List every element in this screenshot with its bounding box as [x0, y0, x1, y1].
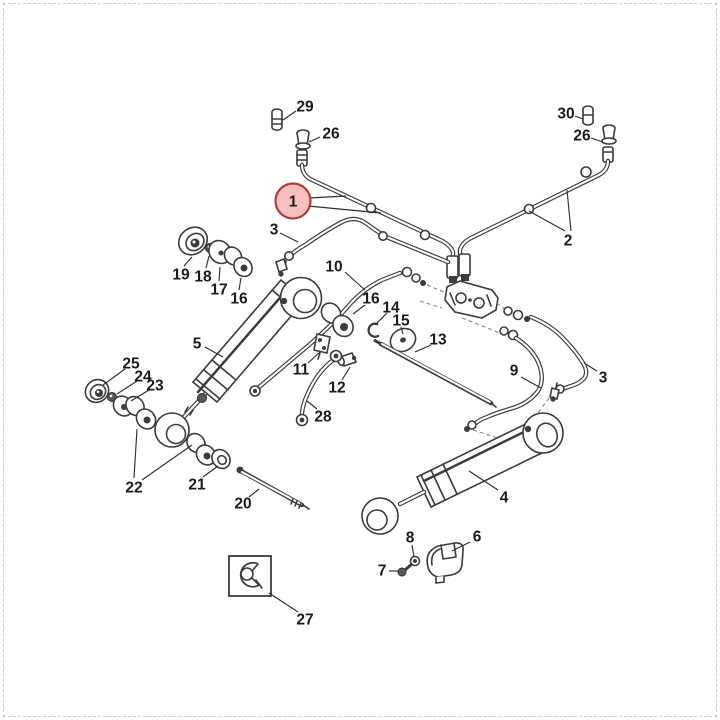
callout-16-label: 16	[362, 291, 380, 308]
hose-3-right-art	[503, 306, 586, 422]
callout-27-label: 27	[296, 612, 313, 629]
callout-23-leader-line	[130, 389, 150, 402]
fitting-26-left-art	[295, 129, 311, 150]
callout-14-leader-line	[374, 312, 388, 326]
callout-30-leader-line	[574, 115, 584, 120]
highlight-circle	[274, 182, 312, 220]
callout-16-leader-line	[238, 277, 242, 291]
callout-16-label: 16	[230, 291, 248, 308]
callout-2-leader-line	[528, 210, 566, 232]
washer-8-art	[409, 555, 421, 567]
callout-2-leader-line	[566, 189, 572, 232]
callout-17-label: 17	[210, 282, 227, 299]
callout-15-label: 15	[392, 313, 410, 330]
cap-19-art	[177, 226, 209, 256]
callout-9-label: 9	[510, 363, 519, 380]
callout-22-leader-line	[141, 444, 193, 481]
hose-2-art	[459, 146, 614, 281]
callout-3-label: 3	[599, 370, 608, 387]
callout-8-leader-line	[411, 544, 415, 558]
callout-26-leader-line	[590, 137, 604, 143]
snap-ring-14-art	[367, 322, 380, 338]
cap-25-art	[84, 378, 110, 404]
trim-cylinder-lower-art	[361, 382, 564, 535]
callout-19-leader-line	[183, 256, 193, 267]
callout-23-label: 23	[146, 378, 164, 395]
callout-1-leader-line	[308, 195, 347, 199]
clip-6-art	[426, 542, 464, 584]
fitting-29-art	[271, 108, 283, 131]
callout-1-label: 1	[289, 194, 298, 211]
callout-3-leader-line	[279, 232, 299, 243]
callout-28-leader-line	[306, 400, 318, 410]
piston-rod-13-art	[373, 338, 497, 408]
callout-13-leader-line	[414, 344, 432, 353]
callout-20-label: 20	[234, 496, 251, 513]
callout-16-leader-line	[352, 304, 366, 315]
callout-10-leader-line	[344, 271, 366, 291]
callout-5-leader-line	[204, 346, 224, 358]
callout-24-leader-line	[116, 380, 138, 395]
fitting-30-art	[582, 105, 594, 126]
bracket-11-art	[313, 333, 331, 360]
callout-22-leader-line	[133, 428, 138, 479]
callout-3-label: 3	[270, 222, 279, 239]
callout-11-label: 11	[293, 362, 310, 379]
callout-2-label: 2	[564, 233, 573, 250]
bushing-22a-art	[125, 395, 157, 430]
boxed-clip-27-art	[228, 555, 272, 597]
hose-10-art	[249, 266, 426, 397]
screw-7-art	[397, 562, 413, 577]
callout-17-leader-line	[218, 266, 221, 282]
callout-3-leader-line	[583, 362, 598, 372]
callout-18-label: 18	[194, 269, 212, 286]
callout-13-label: 13	[429, 332, 447, 349]
manifold-block-art	[419, 280, 507, 334]
callout-20-leader-line	[248, 488, 260, 498]
callout-29-label: 29	[296, 99, 314, 116]
callout-22-label: 22	[125, 480, 142, 497]
hose-28-art	[295, 349, 343, 427]
callout-21-leader-line	[202, 465, 219, 478]
callout-30-label: 30	[557, 106, 574, 123]
bushing-16-right-art	[320, 302, 354, 338]
washer-15-art	[389, 327, 417, 353]
callout-6-label: 6	[473, 529, 482, 546]
callout-12-leader-line	[341, 366, 351, 381]
callout-9-leader-line	[520, 376, 542, 389]
callout-25-label: 25	[122, 356, 140, 373]
bushing-16-left-art	[223, 246, 253, 278]
callout-28-label: 28	[314, 409, 332, 426]
callout-26-label: 26	[573, 128, 591, 145]
callout-26-leader-line	[308, 136, 321, 143]
callout-14-label: 14	[382, 300, 400, 317]
hose-9-art	[464, 326, 542, 445]
callout-7-label: 7	[378, 563, 387, 580]
callout-18-leader-line	[205, 255, 210, 269]
callout-11-leader-line	[307, 351, 321, 364]
callout-6-leader-line	[451, 541, 471, 552]
bushing-22b-art	[186, 432, 217, 466]
washer-21-art	[211, 448, 231, 470]
rod-20-art	[236, 466, 310, 510]
callout-1-leader-line	[307, 205, 382, 214]
callout-4-leader-line	[468, 470, 499, 491]
callout-12-label: 12	[328, 380, 345, 397]
callout-19-label: 19	[172, 267, 190, 284]
fitting-26-right-art	[601, 124, 617, 145]
callout-5-label: 5	[193, 336, 202, 353]
callout-15-leader-line	[400, 326, 404, 335]
callout-21-label: 21	[188, 477, 206, 494]
callout-4-label: 4	[500, 490, 509, 507]
callout-25-leader-line	[102, 368, 126, 386]
callout-29-leader-line	[282, 110, 297, 121]
callout-24-label: 24	[134, 369, 152, 386]
callout-27-leader-line	[268, 592, 299, 613]
callout-26-label: 26	[322, 126, 340, 143]
callout-8-label: 8	[406, 530, 415, 547]
callout-10-label: 10	[325, 259, 342, 276]
trim-cylinder-upper-art	[154, 257, 323, 448]
